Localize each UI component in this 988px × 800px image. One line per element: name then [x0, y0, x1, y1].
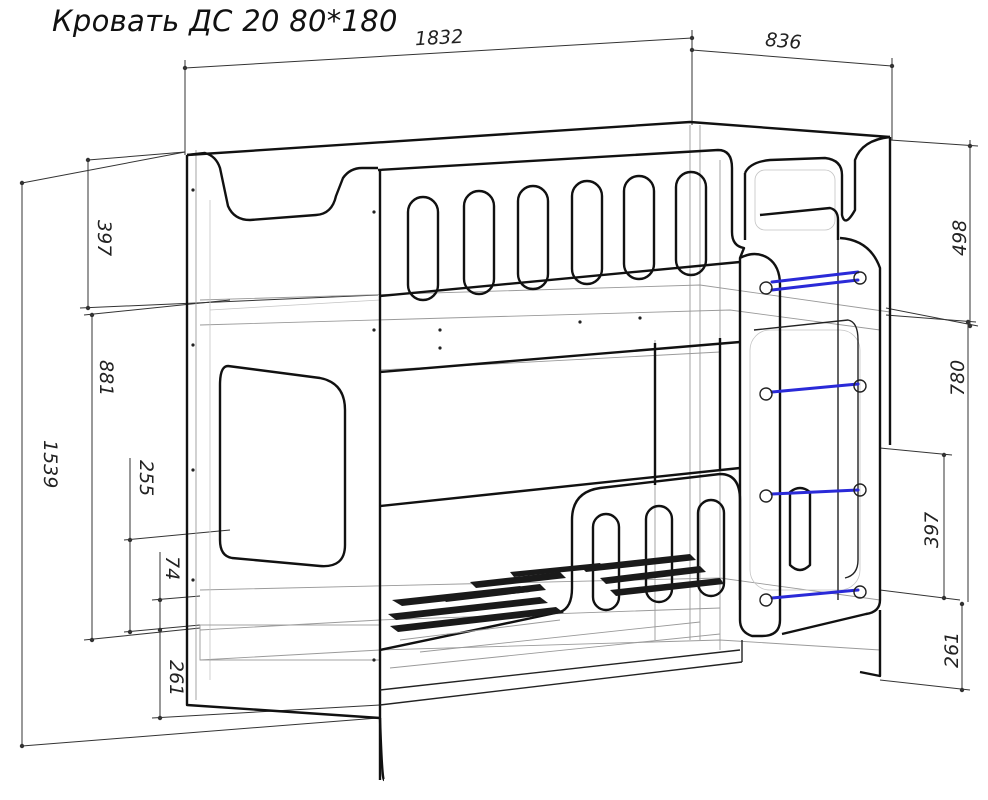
dimension-lines	[19, 30, 979, 749]
dim-lower-bed-offset: 74	[161, 556, 183, 580]
left-end-panel	[185, 155, 382, 720]
base-plinth	[378, 640, 743, 782]
lower-bed-slats	[388, 554, 724, 669]
dim-right-mid-height: 780	[947, 360, 969, 396]
back-upper-panel	[186, 120, 891, 222]
dim-leg-height-right: 261	[941, 632, 963, 668]
dim-top-rail-height: 397	[93, 220, 115, 256]
center-posts	[653, 338, 722, 485]
right-end-panel	[743, 135, 892, 678]
ladder	[738, 236, 882, 638]
drawing-title: Кровать ДС 20 80*180	[52, 4, 398, 38]
hidden-lines	[195, 125, 891, 700]
dim-leg-height-left: 261	[165, 660, 187, 696]
dim-depth: 836	[764, 29, 802, 54]
front-upper-guard-rail	[377, 148, 746, 374]
dim-right-lower-rail: 397	[921, 512, 943, 548]
dim-lower-rail-height: 255	[135, 460, 157, 496]
dimension-labels: 1832 836 1539 397 881 255 74 261 498 780…	[39, 26, 971, 696]
dim-length: 1832	[414, 26, 463, 51]
dim-tier-spacing: 881	[95, 360, 117, 396]
dim-right-top-height: 498	[949, 220, 971, 256]
dim-total-height: 1539	[39, 440, 61, 488]
